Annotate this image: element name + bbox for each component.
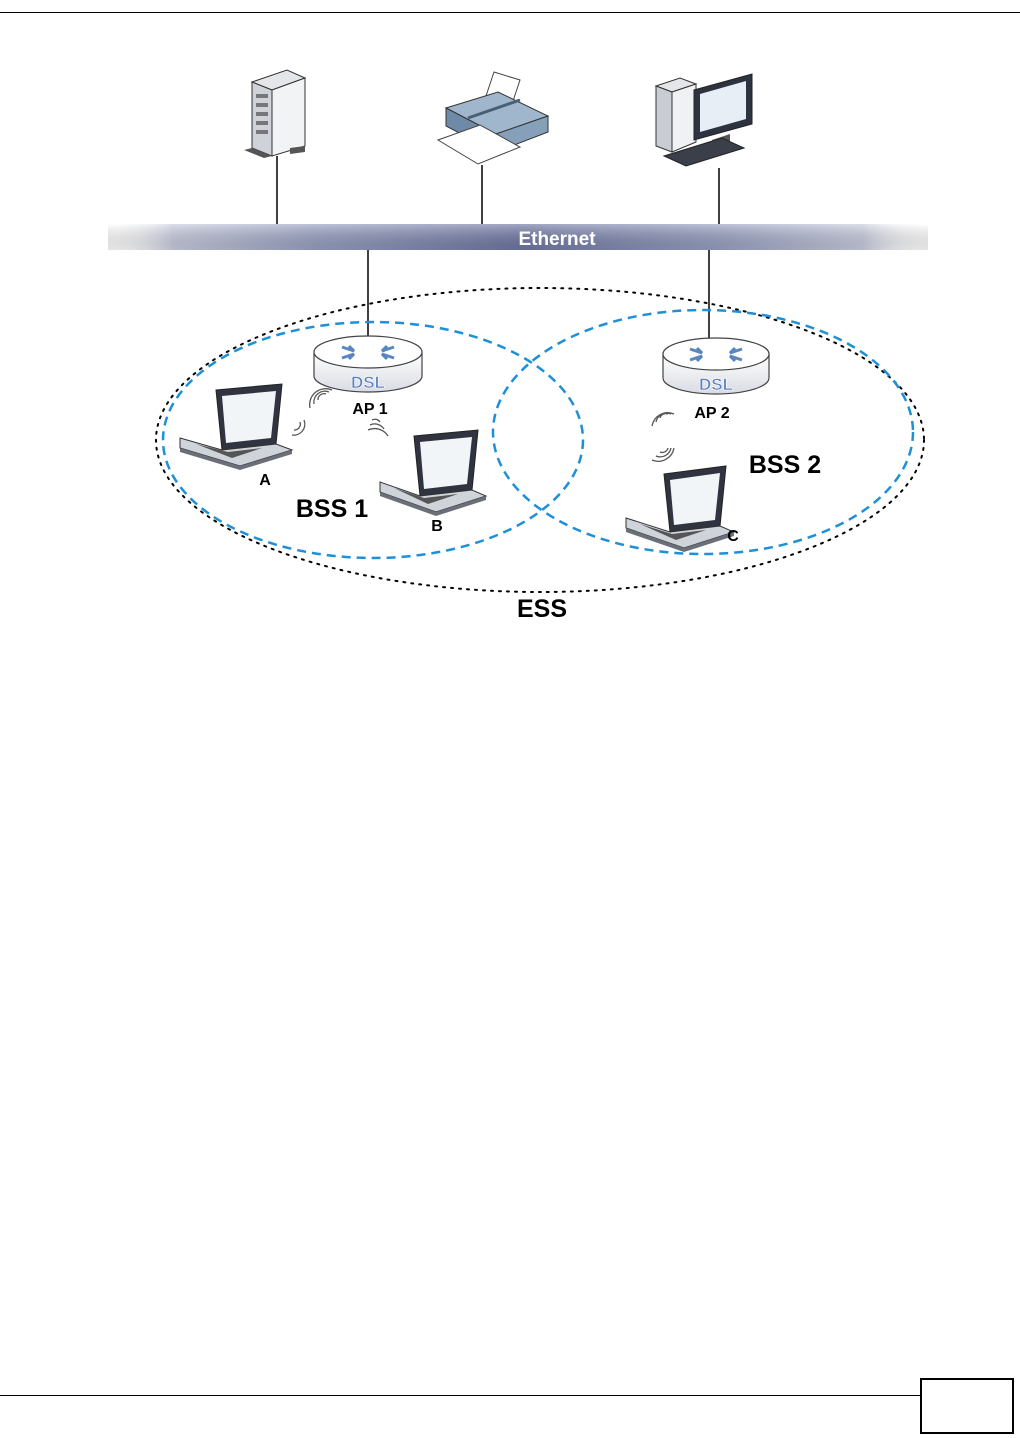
client-c-label: C bbox=[727, 528, 739, 545]
client-b-label: B bbox=[431, 518, 443, 535]
laptop-b-icon bbox=[380, 430, 486, 516]
footer-rule bbox=[0, 1395, 920, 1396]
client-a-label: A bbox=[259, 472, 271, 489]
router-ap2-badge: DSL bbox=[699, 375, 733, 394]
server-icon bbox=[244, 70, 305, 158]
router-ap1-icon: DSL bbox=[314, 336, 422, 392]
network-diagram: Ethernet bbox=[0, 0, 1020, 640]
ethernet-bus: Ethernet bbox=[108, 224, 928, 250]
bss2-label: BSS 2 bbox=[749, 451, 821, 479]
router-ap1-badge: DSL bbox=[351, 373, 385, 392]
laptop-c-icon bbox=[626, 466, 734, 552]
ess-label: ESS bbox=[517, 595, 567, 623]
bss1-label: BSS 1 bbox=[296, 495, 368, 523]
ap1-label: AP 1 bbox=[352, 401, 387, 418]
printer-icon bbox=[438, 72, 548, 164]
router-ap2-icon: DSL bbox=[663, 338, 769, 394]
wireless-signal-icons bbox=[292, 389, 674, 462]
laptop-a-icon bbox=[180, 384, 292, 470]
desktop-computer-icon bbox=[656, 74, 752, 166]
page-number-box bbox=[920, 1378, 1014, 1434]
ap2-label: AP 2 bbox=[694, 405, 729, 422]
ethernet-label: Ethernet bbox=[518, 229, 596, 250]
